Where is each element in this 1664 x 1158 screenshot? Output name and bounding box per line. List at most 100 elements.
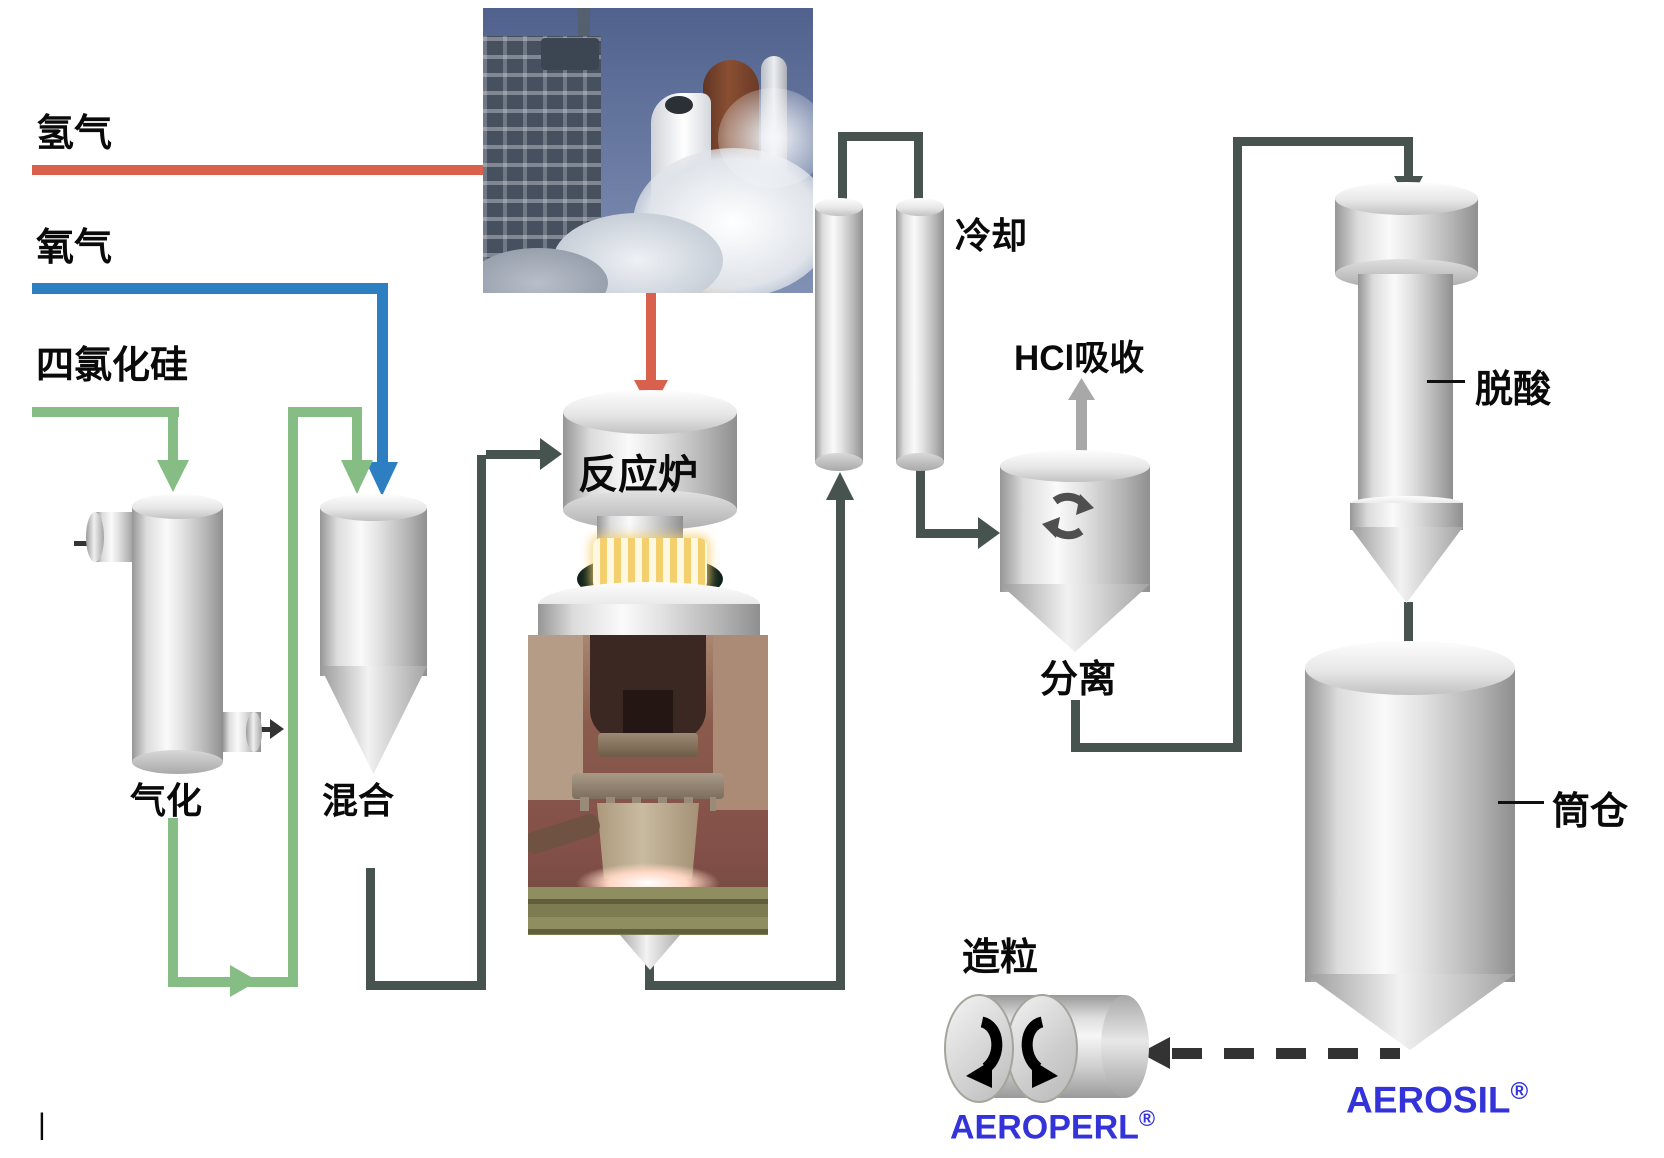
deacid-leader-line [1427, 380, 1465, 383]
vaporizer-vessel [132, 506, 223, 762]
test-stand-floor [528, 887, 768, 935]
cooler-tube-2-bottom [896, 453, 944, 471]
mixer-top [320, 494, 427, 521]
vaporizer-outlet-arrow-shaft [254, 727, 270, 732]
oxygen-arrow-icon [366, 462, 398, 496]
cooler-outlet-down [916, 466, 925, 536]
silo-top [1305, 641, 1515, 695]
deacid-column [1358, 274, 1453, 508]
label-deacidification: 脱酸 [1475, 369, 1552, 411]
separator-vessel [1000, 466, 1150, 592]
sicl4-line-vertical [168, 407, 178, 464]
cooler-bridge-right [914, 140, 923, 210]
cooler-bridge-left [838, 140, 847, 210]
silo-leader-line [1498, 801, 1544, 804]
label-oxygen: 氧气 [36, 227, 113, 269]
space-shuttle-launch-photo [483, 8, 813, 293]
brand-aeroperl: AEROPERL® [950, 1106, 1155, 1147]
hydrogen-line-horizontal [32, 165, 653, 175]
vaporizer-right-nozzle-cap [246, 712, 262, 752]
silo-to-granulator-dashed [1172, 1048, 1400, 1059]
cooler-feed-arrow-icon [826, 472, 854, 500]
silo-vessel [1305, 668, 1515, 982]
vapor-recycle-down [168, 818, 178, 985]
brand-aerosil-text: AEROSIL [1346, 1079, 1511, 1121]
furnace-feed-arrow-icon [540, 438, 562, 470]
burner-flame-teeth [593, 538, 707, 590]
deacid-cap-top [1335, 182, 1478, 215]
silo-cone [1305, 974, 1515, 1050]
separator-feed-arrow-icon [978, 517, 1000, 549]
separator-top [1000, 450, 1150, 482]
mixer-outlet-down [366, 868, 375, 990]
deacid-entry-stub [1404, 146, 1413, 178]
cooler-tube-1-bottom [815, 453, 863, 471]
mixer-outlet-bottom [366, 981, 486, 990]
label-vaporization: 气化 [130, 781, 203, 821]
separator-outlet-bottom [1071, 743, 1242, 752]
mixer-cone [320, 666, 427, 774]
granulator-roller-1 [944, 994, 1014, 1103]
label-hcl-absorption: HCl吸收 [1014, 339, 1145, 378]
footer-cursor-mark: | [38, 1108, 46, 1141]
hcl-offgas-arrow-icon [1068, 378, 1095, 400]
label-granulation: 造粒 [962, 937, 1039, 979]
smoke-cloud [718, 88, 813, 188]
cooler-tube-1-top [815, 198, 863, 216]
registered-mark-icon: ® [1138, 1106, 1156, 1131]
label-separation: 分离 [1040, 659, 1117, 701]
vaporizer-left-nozzle-cap [86, 512, 104, 562]
mixer-vessel [320, 508, 427, 676]
label-reaction-furnace: 反应炉 [578, 452, 698, 497]
cooler-tube-2-top [896, 198, 944, 216]
hcl-offgas-shaft [1076, 398, 1087, 462]
reaction-burner-flame-photo [528, 635, 768, 935]
deacid-cone [1350, 527, 1463, 603]
chamber-wall-left [528, 635, 583, 800]
vaporizer-outlet-arrow-icon [270, 719, 284, 739]
label-cooling: 冷却 [955, 216, 1028, 256]
granulator-drum-cap [1101, 995, 1149, 1098]
oxygen-line-vertical [377, 283, 388, 466]
vapor-recycle-arrow-icon [230, 965, 258, 997]
label-silicon-tetrachloride: 四氯化硅 [36, 345, 189, 387]
vaporizer-top [132, 494, 223, 519]
silo-feed-stub [1404, 602, 1413, 650]
vapor-recycle-up [288, 407, 298, 987]
rotate-clockwise-icon [966, 1016, 1003, 1088]
separator-cone [1000, 584, 1150, 652]
label-hydrogen: 氢气 [36, 113, 113, 155]
vapor-to-mixer-stub [352, 407, 362, 464]
vessel-outlet-down [645, 958, 654, 990]
vapor-recycle-top [288, 407, 362, 417]
furnace-feed-top [486, 450, 540, 459]
granulator-roller-2 [1006, 994, 1078, 1103]
label-mixing: 混合 [322, 781, 395, 821]
cooler-bridge-top [838, 132, 923, 141]
upper-flange [598, 733, 698, 757]
deacid-feed-top [1233, 137, 1413, 146]
brand-aeroperl-text: AEROPERL [950, 1108, 1139, 1147]
vaporizer-inlet-arrow-shaft [74, 541, 92, 546]
tower-arm [541, 38, 599, 70]
main-flange [572, 773, 724, 799]
sicl4-arrow-icon [157, 460, 189, 492]
rotate-counterclockwise-icon [1021, 1016, 1058, 1088]
vapor-to-mixer-arrow-icon [341, 460, 373, 494]
orbiter-nose [665, 96, 693, 114]
brand-aerosil: AEROSIL® [1346, 1078, 1528, 1121]
label-silo: 筒仓 [1552, 791, 1629, 833]
vessel-outlet-bottom [645, 981, 841, 990]
vaporizer-bottom [132, 750, 223, 774]
deacid-feed-up [1233, 146, 1242, 752]
side-pipe [528, 811, 603, 857]
registered-mark-icon: ® [1510, 1078, 1529, 1105]
sicl4-line-horizontal [32, 407, 179, 417]
cooler-outlet-bottom [916, 529, 978, 538]
deacid-collar [1350, 503, 1463, 530]
recycle-arrows-icon [1042, 492, 1094, 540]
oxygen-line-horizontal [32, 283, 388, 294]
cooler-tube-2 [896, 207, 944, 463]
separator-outlet-down [1071, 700, 1080, 752]
